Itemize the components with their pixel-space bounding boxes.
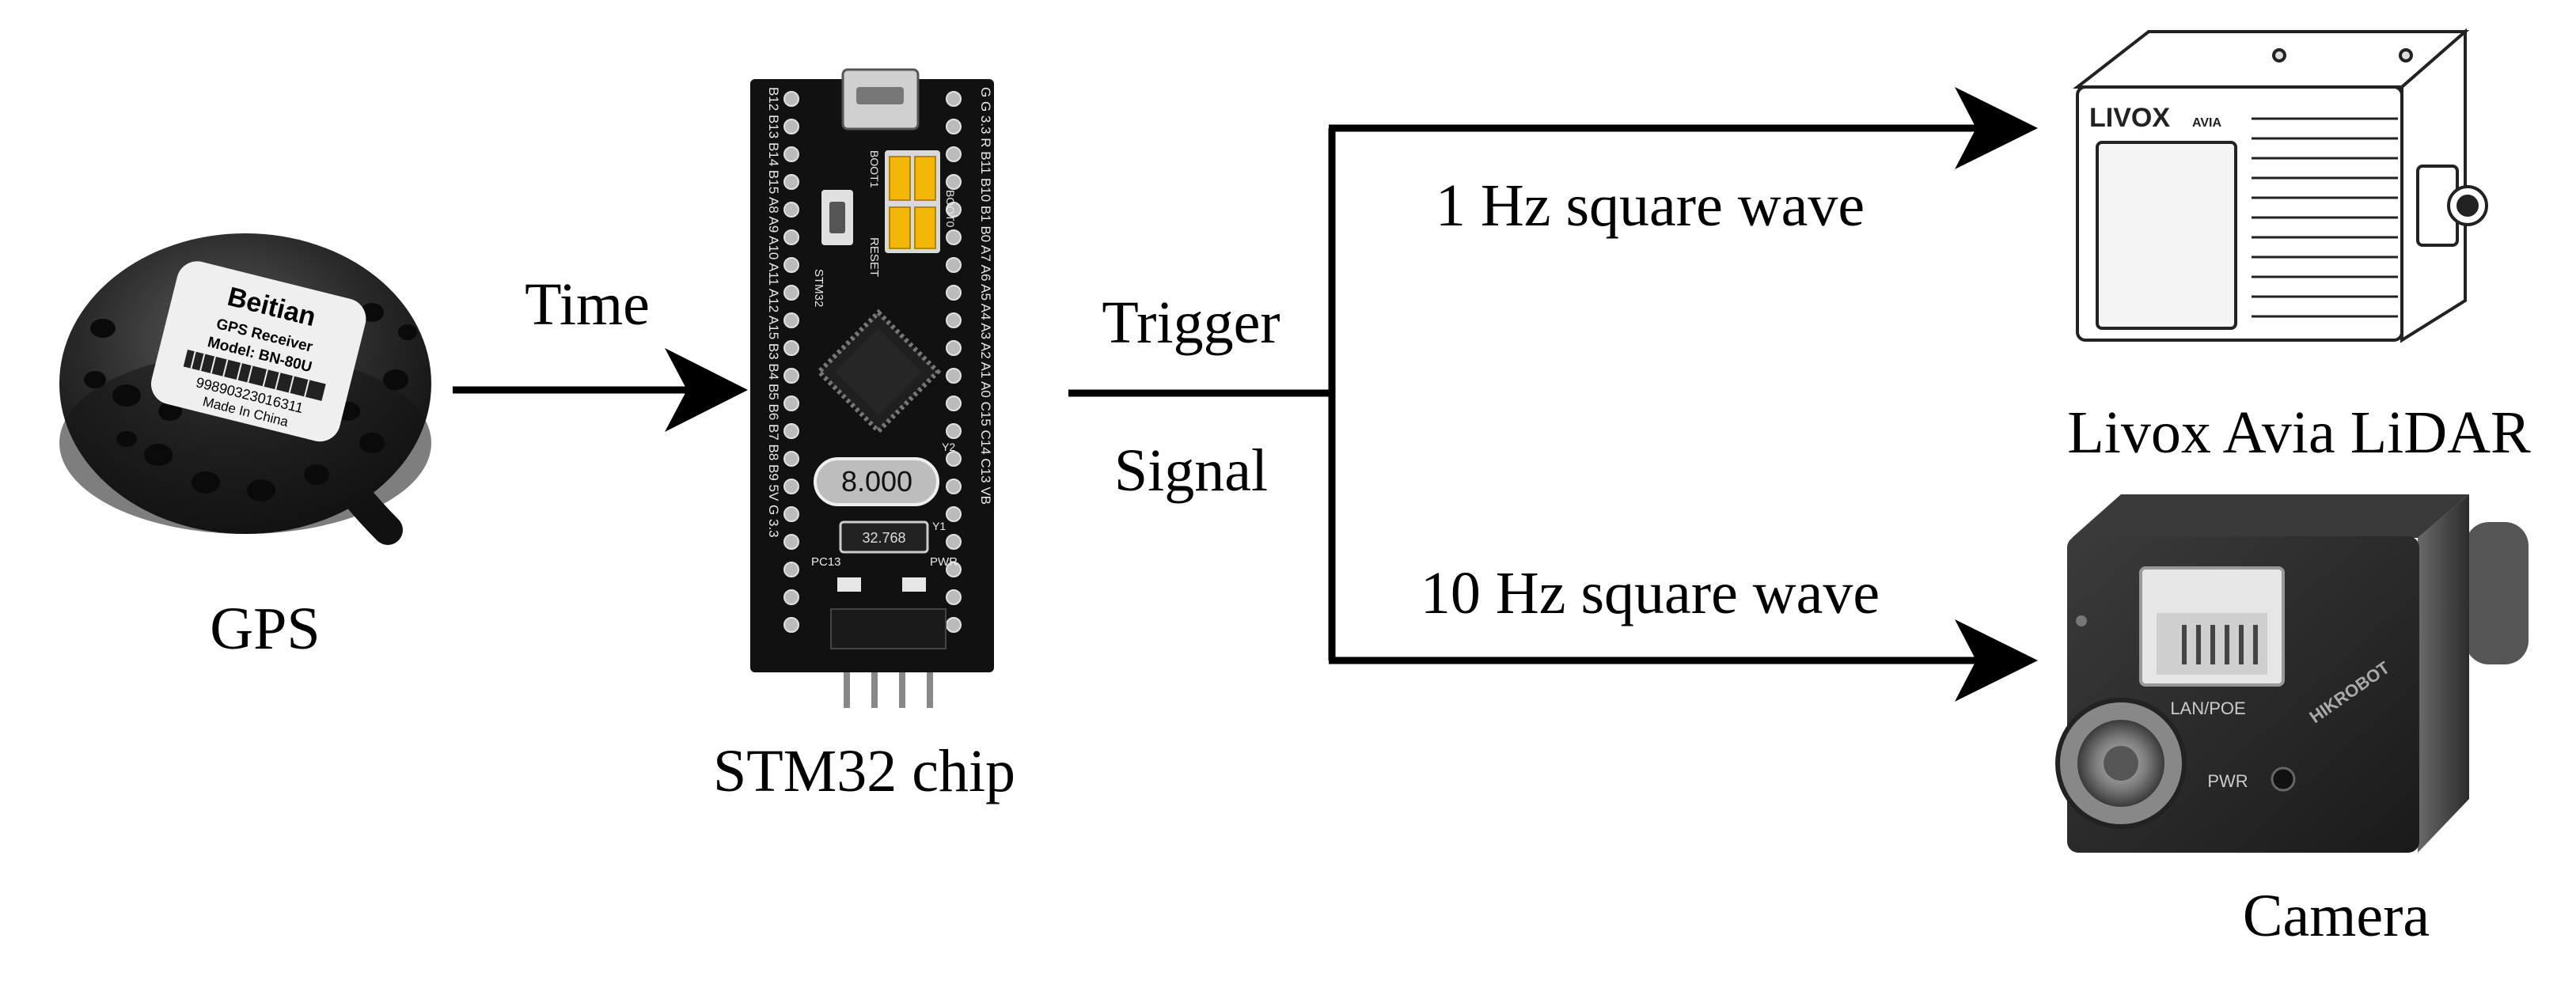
lidar-label: Livox Avia LiDAR — [2067, 399, 2531, 466]
lidar-logo: LIVOX — [2089, 103, 2170, 133]
y1-text: Y1 — [932, 520, 946, 532]
crystal — [814, 457, 939, 506]
gps-label: GPS — [210, 596, 320, 662]
camera-device — [2055, 494, 2529, 853]
camera-port-label: LAN/POE — [2170, 698, 2245, 718]
arrow-to-lidar — [1955, 87, 2038, 169]
lidar-device — [2073, 28, 2488, 343]
lidar-edge-label: 1 Hz square wave — [1436, 172, 1865, 239]
reset-text: RESET — [867, 237, 881, 277]
time-label: Time — [525, 271, 650, 338]
crystal2-text: 32.768 — [862, 530, 905, 546]
stm32-label: STM32 chip — [713, 738, 1015, 804]
gps-device: Beitian GPS Receiver Model: BN-80U 99890… — [59, 233, 431, 545]
camera-label: Camera — [2243, 883, 2430, 949]
signal-label: Signal — [1114, 437, 1268, 504]
camera-pwr-label: PWR — [2207, 771, 2248, 791]
gps-sticker: Beitian GPS Receiver Model: BN-80U 99890… — [150, 261, 366, 442]
trigger-connector — [1068, 124, 1990, 664]
arrow-to-camera — [1955, 619, 2038, 702]
boot-jumpers — [885, 150, 940, 253]
gps-vent-holes — [84, 303, 417, 501]
mcu-chip — [815, 308, 942, 435]
boot0-text: BOOT0 — [944, 190, 957, 228]
lidar-model: AVIA — [2192, 116, 2221, 130]
stm32-text: STM32 — [812, 269, 825, 307]
camera-edge-label: 10 Hz square wave — [1421, 560, 1880, 626]
left-pin-labels: B12 B13 B14 B15 A8 A9 A10 A11 A12 A15 B3… — [766, 87, 781, 538]
left-pin-column — [783, 91, 799, 633]
right-pin-labels: G G 3.3 R B11 B10 B1 B0 A7 A6 A5 A4 A3 A… — [978, 87, 993, 505]
crystal-text: 8.000 — [841, 465, 912, 498]
pc13-text: PC13 — [811, 555, 841, 569]
time-arrow — [453, 348, 748, 432]
pwr-text: PWR — [930, 555, 958, 569]
y2-text: Y2 — [942, 441, 955, 453]
stm32-board: B12 B13 B14 B15 A8 A9 A10 A11 A12 A15 B3… — [750, 68, 994, 708]
boot1-text: BOOT1 — [868, 150, 881, 188]
rtc-crystal — [839, 520, 929, 554]
trigger-label: Trigger — [1102, 290, 1280, 356]
right-pin-column — [946, 91, 962, 633]
